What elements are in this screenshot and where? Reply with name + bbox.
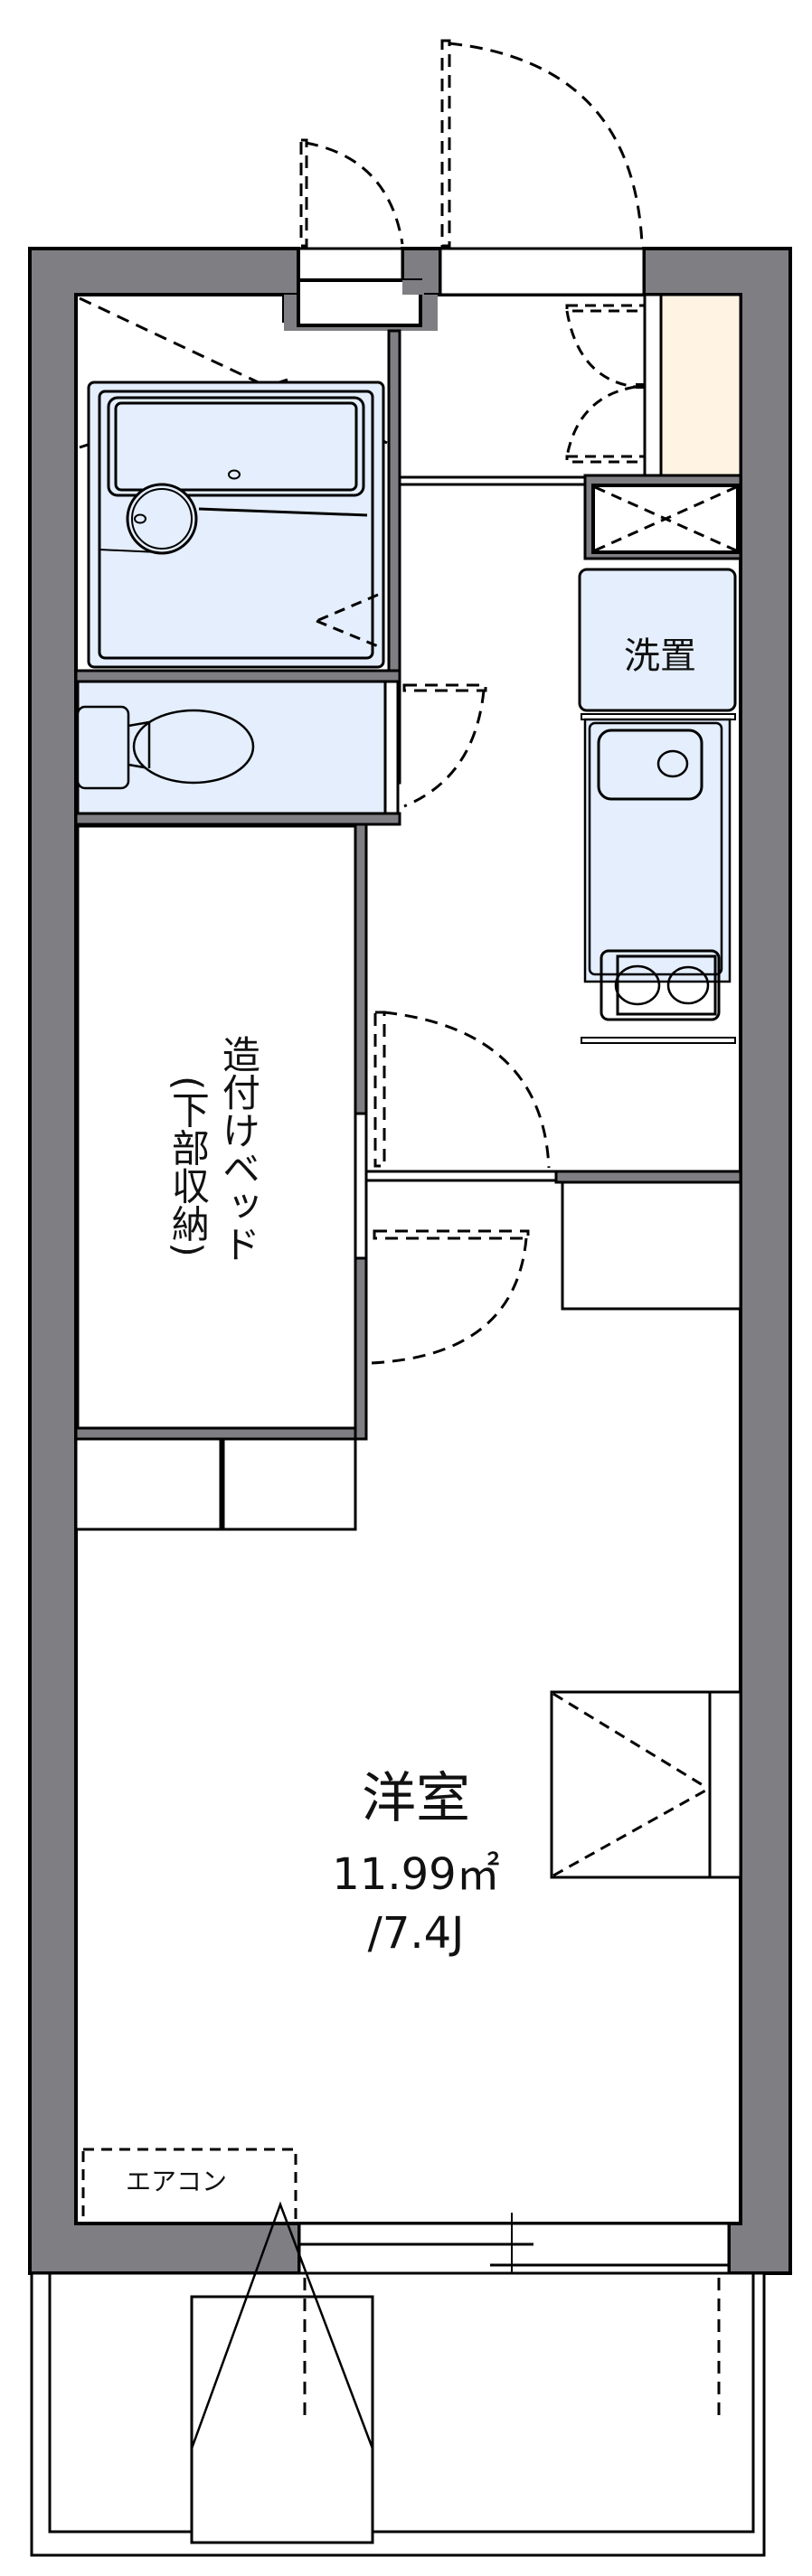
main-room-jo: /7.4J (367, 1908, 465, 1959)
door-swings-top (299, 39, 644, 248)
entrance-door-frame[interactable] (439, 247, 646, 296)
aircon-label: エアコン (125, 2167, 227, 2196)
balcony-window[interactable] (297, 2213, 731, 2282)
toilet-room (76, 680, 387, 815)
shoe-cabinet (565, 293, 742, 477)
toilet-door-swing (402, 683, 487, 808)
wall-fill (32, 250, 788, 2271)
hall-divider (400, 475, 590, 486)
toilet-bed-wall (74, 812, 401, 826)
balcony (30, 2201, 766, 2557)
room-door-swings (370, 1011, 551, 1365)
stove (600, 949, 721, 1021)
main-room-name: 洋室 (362, 1767, 470, 1830)
bathroom (79, 296, 401, 785)
under-storage-label: (下部収納) (165, 1076, 210, 1267)
bathtub (107, 396, 365, 497)
bath-toilet-wall (74, 669, 401, 683)
fridge-space (561, 1180, 742, 1311)
washer-space-label: 洗置 (624, 635, 696, 677)
washbasin (126, 483, 198, 555)
toilet-bowl (132, 709, 255, 785)
toilet-tank (76, 705, 130, 790)
built-in-bed-label-text: 造付けベッド (216, 1035, 261, 1263)
utility-closet (583, 474, 742, 560)
main-room-area: 11.99㎡ (332, 1849, 500, 1900)
bay-desk (550, 1690, 742, 1879)
built-in-bed (76, 824, 357, 1430)
entry-niche (282, 247, 438, 331)
kitchen-counter (581, 713, 736, 1044)
storage-shelves (74, 1437, 357, 1531)
outdoor-unit (190, 2295, 374, 2544)
built-in-bed-label: 造付けベッド (215, 1035, 260, 1273)
kitchen-sink (597, 729, 703, 801)
under-storage-label-text: (下部収納) (165, 1076, 211, 1257)
kitchen-room-divider (364, 1170, 742, 1311)
washing-machine-space (578, 568, 737, 712)
unit-bath (87, 381, 385, 669)
